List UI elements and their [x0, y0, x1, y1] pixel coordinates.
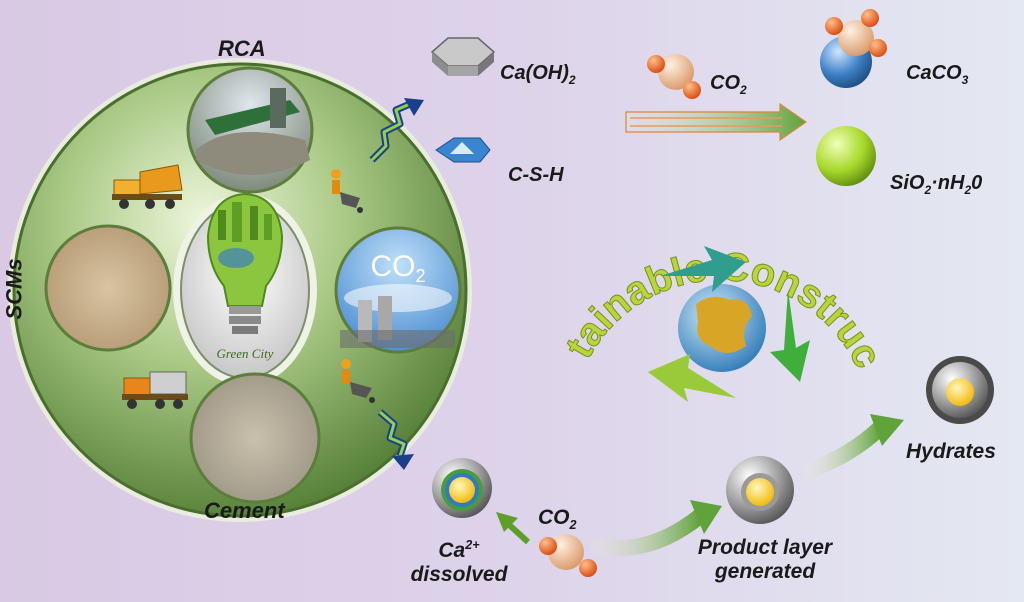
caco3-label: CaCO3 — [906, 62, 969, 87]
silica-gel-sphere-icon — [816, 126, 876, 186]
co2-photo-label: CO2 — [370, 250, 425, 286]
sio2-label: SiO2·nH20 — [890, 172, 983, 197]
ca-dissolved-particle-icon — [432, 458, 492, 518]
recycle-earth-icon — [648, 246, 810, 402]
co2-bottom-label: CO2 — [538, 506, 577, 533]
materials-sphere: Green City CO2 — [8, 58, 472, 522]
rca-label: RCA — [218, 36, 266, 61]
caoh2-label: Ca(OH)2 — [500, 62, 576, 87]
wavy-arrow-up-icon — [369, 98, 424, 163]
scm-powder-photo — [44, 224, 172, 352]
green-city-logo-text: Green City — [217, 346, 274, 361]
curved-arrow-icon-2 — [802, 414, 904, 478]
rca-photo — [186, 66, 314, 194]
scms-label: SCMs — [1, 258, 27, 320]
dump-truck-icon-top — [112, 164, 183, 209]
reaction-arrow-icon — [625, 102, 808, 142]
worker-wheelbarrow-icon-bottom — [341, 359, 375, 403]
co2-top-label: CO2 — [710, 72, 747, 97]
co2-to-particle-arrow-icon — [496, 512, 531, 545]
cement-label: Cement — [204, 498, 285, 523]
worker-wheelbarrow-icon-top — [331, 169, 363, 213]
hydrates-particle-icon — [926, 356, 994, 424]
hydrates-label: Hydrates — [906, 440, 996, 463]
co2-molecule-icon-bottom — [539, 534, 597, 577]
co2-emission-photo — [334, 226, 462, 354]
green-city-bulb-image — [173, 192, 317, 386]
product-layer-particle-icon — [726, 456, 794, 524]
curved-arrow-icon-1 — [590, 500, 722, 556]
co2-molecule-icon-top — [647, 54, 701, 99]
dump-truck-icon-bottom — [122, 371, 188, 409]
calcium-hydroxide-hexagon-icon — [430, 37, 496, 76]
csh-label: C-S-H — [508, 164, 564, 186]
wavy-arrow-down-icon — [377, 409, 414, 470]
csh-icon — [435, 137, 491, 163]
ca-dissolved-label: Ca2+dissolved — [410, 538, 508, 586]
cement-photo — [189, 372, 321, 504]
caco3-molecule-icon — [820, 9, 887, 88]
